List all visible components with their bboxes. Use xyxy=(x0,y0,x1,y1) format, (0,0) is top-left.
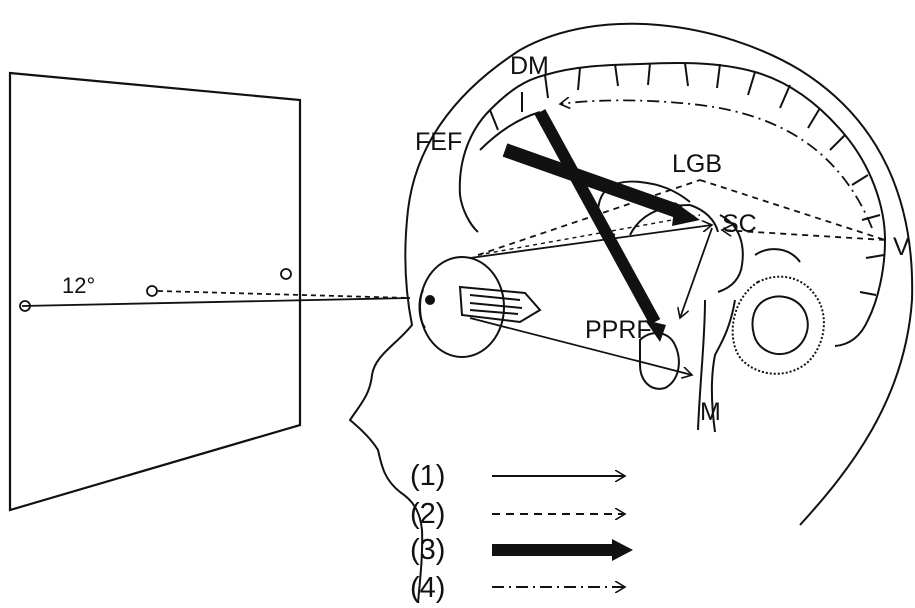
label-v: V xyxy=(893,233,910,261)
legend-label-3: (3) xyxy=(410,534,445,566)
anatomical-labels: DM FEF LGB SC V PPRF M xyxy=(415,52,910,426)
legend-thick-arrowhead xyxy=(612,539,633,561)
legend-label-2: (2) xyxy=(410,498,445,530)
target-point-right xyxy=(281,269,291,279)
legend-label-4: (4) xyxy=(410,572,445,603)
label-fef: FEF xyxy=(415,128,462,156)
eye xyxy=(419,257,540,357)
label-dm: DM xyxy=(510,52,549,80)
target-screen: 12° xyxy=(10,73,300,510)
angle-label: 12° xyxy=(62,273,95,298)
target-point-middle xyxy=(147,286,157,296)
label-pprf: PPRF xyxy=(585,316,652,344)
legend-label-1: (1) xyxy=(410,460,445,492)
label-sc: SC xyxy=(722,210,757,238)
brain-outline xyxy=(460,63,885,432)
legend: (1) (2) (3) (4) xyxy=(410,460,633,603)
label-lgb: LGB xyxy=(672,150,722,178)
label-m: M xyxy=(700,398,721,426)
